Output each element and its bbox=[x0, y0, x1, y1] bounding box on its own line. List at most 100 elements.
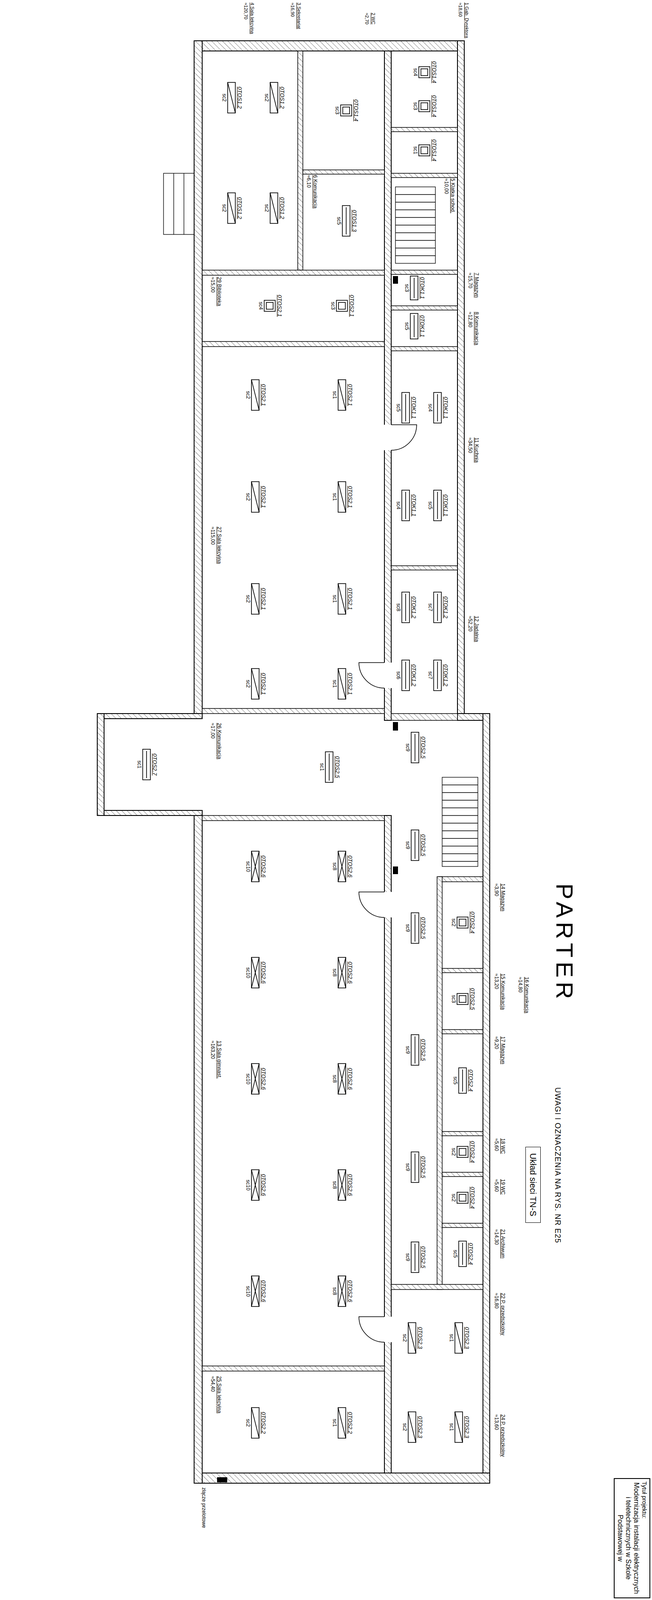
circuit-label: 0TOK1.1 bbox=[410, 494, 418, 517]
luminaire-symbol bbox=[338, 481, 346, 513]
circuit-label: 0TOS2.1 bbox=[346, 383, 354, 407]
luminaire-type: sc10 bbox=[245, 1073, 252, 1085]
circuit-label: 0TOK1.2 bbox=[442, 664, 449, 687]
circuit-label: 0TOS2.6 bbox=[259, 1067, 267, 1090]
luminaire-diagonal bbox=[454, 1411, 463, 1443]
fluorescent-tube bbox=[328, 753, 330, 781]
plan-graphic bbox=[217, 1477, 228, 1483]
luminaire-type: sc9 bbox=[404, 1046, 411, 1055]
fluorescent-tube bbox=[414, 733, 416, 762]
luminaire-symbol bbox=[457, 917, 469, 929]
circuit-label: 0TOS2.5 bbox=[419, 736, 427, 759]
luminaire-diagonal bbox=[338, 957, 346, 988]
plan-graphic bbox=[442, 1223, 483, 1228]
luminaire-type: sc8 bbox=[395, 603, 402, 612]
luminaire-diagonal bbox=[338, 851, 346, 882]
luminaire-symbol bbox=[433, 592, 442, 623]
luminaire-symbol bbox=[457, 993, 469, 1005]
luminaire-symbol bbox=[142, 749, 151, 780]
luminaire-symbol bbox=[411, 829, 419, 861]
luminaire-type: sc2 bbox=[263, 204, 270, 213]
plan-graphic bbox=[383, 891, 393, 918]
luminaire-diagonal bbox=[251, 957, 260, 988]
plan-graphic bbox=[202, 270, 385, 276]
luminaire-diagonal bbox=[338, 583, 346, 615]
circuit-label: 0TOS2.1 bbox=[259, 485, 267, 509]
luminaire-diagonal bbox=[251, 1275, 260, 1307]
luminaire-diagonal bbox=[227, 192, 236, 224]
drawing-title: PARTER bbox=[550, 883, 579, 1004]
luminaire-inner bbox=[459, 919, 466, 926]
luminaire-symbol bbox=[338, 1063, 346, 1095]
luminaire-type: sc9 bbox=[404, 841, 411, 850]
luminaire-type: sc5 bbox=[452, 1250, 459, 1259]
plan-graphic bbox=[392, 722, 398, 731]
luminaire-type: sc2 bbox=[221, 93, 228, 102]
network-type-box: Układ sieci TN-S bbox=[525, 1146, 541, 1223]
circuit-label: 0TOS2.6 bbox=[259, 1280, 267, 1303]
circuit-label: 0TOS1.2 bbox=[236, 197, 243, 220]
room-name: 8 Komunikacja bbox=[473, 311, 480, 346]
fluorescent-tube bbox=[437, 394, 438, 422]
luminaire-type: sc9 bbox=[404, 1163, 411, 1172]
room-area: ≈15,70 bbox=[467, 272, 474, 289]
room-name: 21 Archiwum bbox=[499, 1229, 506, 1259]
circuit-label: 0TOS2.6 bbox=[346, 1067, 354, 1090]
luminaire-type: sc1 bbox=[318, 763, 325, 772]
plan-graphic bbox=[358, 662, 385, 689]
luminaire-type: sc10 bbox=[245, 967, 252, 979]
luminaire-type: sc1 bbox=[412, 146, 419, 155]
plan-graphic bbox=[194, 810, 203, 1484]
room-name: 11 Kuchnia bbox=[473, 437, 480, 463]
plan-graphic bbox=[202, 1366, 385, 1372]
plan-graphic bbox=[194, 40, 465, 51]
inner-walls bbox=[202, 50, 483, 1372]
luminaire-inner bbox=[459, 995, 466, 1003]
room-name: 25 Sala lekcyjna bbox=[216, 1376, 223, 1414]
plan-graphic bbox=[163, 173, 195, 235]
luminaire-symbol bbox=[401, 592, 410, 623]
room-name: 6 Komunikacja bbox=[312, 174, 319, 209]
circuit-label: 0TOK1.1 bbox=[442, 396, 449, 419]
luminaire-type: sc3 bbox=[403, 284, 410, 293]
room-area: ≈15,00 bbox=[209, 276, 216, 293]
note-text: złącze przelotowe bbox=[200, 1487, 207, 1528]
luminaires bbox=[142, 66, 469, 1443]
circuit-label: 0TOK1.1 bbox=[410, 396, 418, 419]
plan-graphic bbox=[202, 708, 385, 714]
room-name: 15 Komunikacja bbox=[499, 973, 506, 1010]
luminaire-diagonal bbox=[251, 851, 260, 882]
circuit-label: 0TOS2.5 bbox=[333, 756, 341, 779]
plan-graphic bbox=[358, 891, 385, 918]
luminaire-type: sc2 bbox=[450, 1193, 457, 1203]
room-area: ≈16,80 bbox=[493, 1292, 500, 1309]
luminaire-type: sc1 bbox=[448, 1423, 455, 1432]
luminaire-diagonal bbox=[251, 1169, 260, 1201]
luminaire-diagonal bbox=[251, 1275, 260, 1307]
plan-graphic bbox=[437, 876, 443, 1290]
fluorescent-tube bbox=[437, 661, 438, 689]
circuit-label: 0TOS2.4 bbox=[467, 1069, 475, 1092]
room-area: ≈115,00 bbox=[209, 526, 216, 545]
circuit-label: 0TOS2.4 bbox=[468, 911, 476, 934]
room-area: ≈13,20 bbox=[493, 973, 500, 990]
circuit-label: 0TOS2.1 bbox=[346, 587, 354, 610]
luminaire-symbol bbox=[270, 192, 278, 224]
luminaire-symbol bbox=[338, 1407, 346, 1439]
luminaire-symbol bbox=[325, 751, 334, 783]
room-name: 12 Jadalnia bbox=[473, 615, 480, 642]
room-area: ≈54,40 bbox=[209, 1376, 216, 1392]
luminaire-type: sc2 bbox=[450, 918, 457, 927]
luminaire-type: sc4 bbox=[412, 68, 419, 77]
luminaire-type: sc2 bbox=[450, 1148, 457, 1157]
fluorescent-tube bbox=[414, 914, 416, 942]
luminaire-type: sc5 bbox=[403, 322, 410, 331]
room-area: ≈34,50 bbox=[467, 437, 474, 454]
luminaire-type: sc2 bbox=[401, 1423, 408, 1432]
circuit-label: 0TOS2.3 bbox=[463, 1416, 471, 1439]
luminaire-symbol bbox=[411, 1151, 419, 1183]
plan-graphic bbox=[383, 1316, 393, 1343]
luminaire-type: sc1 bbox=[331, 680, 338, 689]
fluorescent-tube bbox=[437, 491, 438, 520]
